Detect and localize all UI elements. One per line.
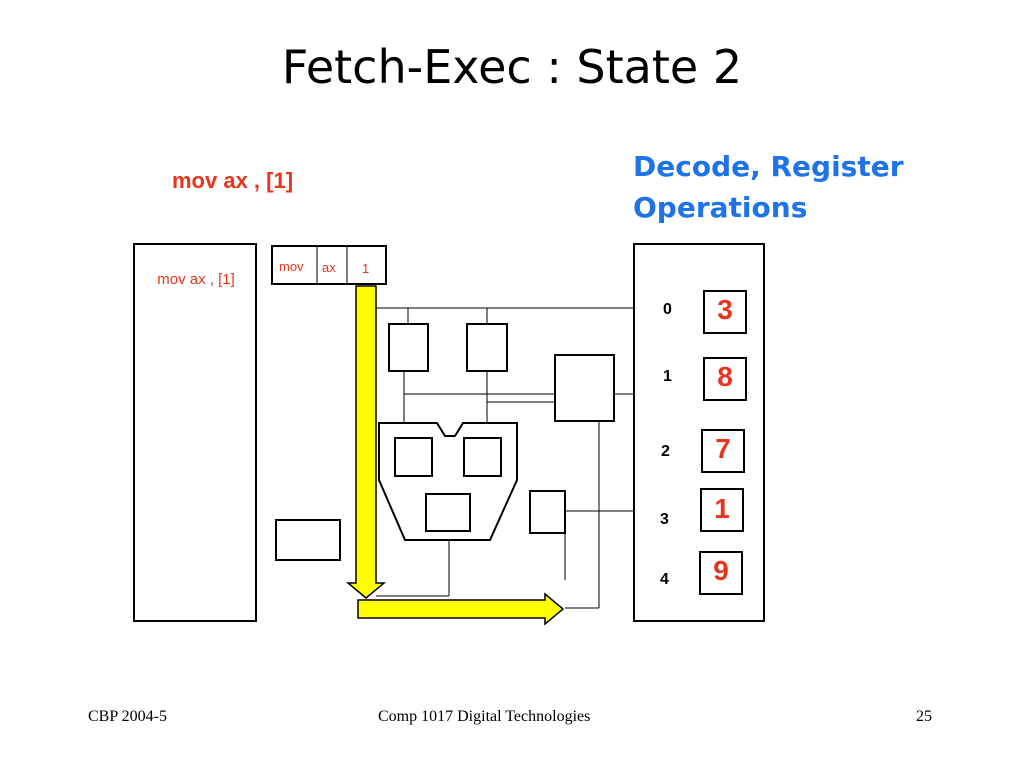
right-arrow xyxy=(357,592,565,626)
register-4-box xyxy=(699,551,743,595)
program-counter xyxy=(275,519,341,561)
bus-lines xyxy=(376,307,635,609)
register-1-box xyxy=(703,357,747,401)
register-value-4: 9 xyxy=(713,555,729,586)
control-unit xyxy=(554,354,615,422)
ir-operand1: ax xyxy=(322,260,336,275)
register-index-2: 2 xyxy=(661,443,670,460)
instruction-label: mov ax , [1] xyxy=(172,168,294,193)
alu-input-b xyxy=(463,437,502,477)
register-0-box xyxy=(703,290,747,334)
footer-page-number: 25 xyxy=(916,708,932,725)
address-register xyxy=(529,490,566,534)
register-value-0: 3 xyxy=(717,294,733,325)
ir-operand2: 1 xyxy=(362,261,370,276)
register-value-1: 8 xyxy=(717,361,733,392)
stage-label: Decode, Register Operations xyxy=(633,146,904,228)
stage-label-line2: Operations xyxy=(633,191,808,224)
register-index-1: 1 xyxy=(663,368,672,385)
operand-latch-b xyxy=(466,323,508,372)
ir-opcode: mov xyxy=(279,259,304,274)
register-value-2: 7 xyxy=(715,433,731,464)
register-2-box xyxy=(701,429,745,473)
register-index-4: 4 xyxy=(660,571,669,588)
instruction-register xyxy=(271,245,387,285)
slide-title: Fetch-Exec : State 2 xyxy=(281,40,743,94)
register-index-3: 3 xyxy=(660,511,669,528)
memory-box xyxy=(133,243,257,622)
stage-label-line1: Decode, Register xyxy=(633,150,904,183)
memory-content: mov ax , [1] xyxy=(157,271,235,288)
register-value-3: 1 xyxy=(714,493,730,524)
footer-left: CBP 2004-5 xyxy=(88,708,167,725)
down-arrow xyxy=(345,285,387,599)
operand-latch-a xyxy=(388,323,429,372)
alu-output xyxy=(425,493,471,532)
footer-center: Comp 1017 Digital Technologies xyxy=(378,708,591,725)
register-3-box xyxy=(700,488,744,532)
alu-input-a xyxy=(394,437,433,477)
register-index-0: 0 xyxy=(663,301,672,318)
